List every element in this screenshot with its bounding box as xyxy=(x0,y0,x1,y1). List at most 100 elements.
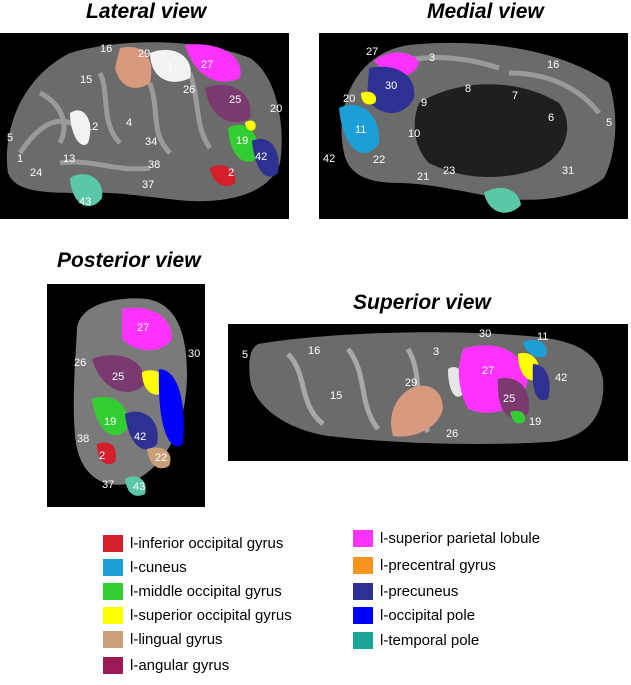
lateral-view-panel: 16 29 3 27 15 26 25 20 12 4 5 34 19 1 13… xyxy=(0,33,289,219)
superior-label: 26 xyxy=(446,428,458,440)
legend-swatch xyxy=(353,556,373,574)
legend-item: l-occipital pole xyxy=(353,605,475,625)
medial-label: 21 xyxy=(417,171,429,183)
posterior-view-panel: 27 30 26 25 19 42 38 2 22 37 43 xyxy=(47,284,205,507)
legend-swatch xyxy=(103,630,123,648)
superior-label: 29 xyxy=(405,377,417,389)
superior-labels: 30 11 5 16 3 27 42 29 15 25 26 19 xyxy=(242,328,567,440)
medial-label: 9 xyxy=(421,97,427,109)
medial-label: 42 xyxy=(323,153,335,165)
legend-item: l-superior parietal lobule xyxy=(353,528,540,548)
lateral-label: 5 xyxy=(7,132,13,144)
posterior-label: 43 xyxy=(133,481,145,493)
lateral-label: 19 xyxy=(236,135,248,147)
lateral-label: 29 xyxy=(138,48,150,60)
medial-label: 30 xyxy=(385,80,397,92)
legend-swatch xyxy=(103,606,123,624)
medial-labels: 27 3 16 30 8 7 20 9 5 11 10 6 42 22 23 2… xyxy=(323,46,612,183)
legend-label: l-occipital pole xyxy=(380,606,476,624)
lateral-label: 42 xyxy=(255,151,267,163)
lateral-labels: 16 29 3 27 15 26 25 20 12 4 5 34 19 1 13… xyxy=(7,43,282,208)
legend-item: l-lingual gyrus xyxy=(103,629,223,649)
legend-item: l-cuneus xyxy=(103,557,187,577)
legend-item: l-inferior occipital gyrus xyxy=(103,533,283,553)
legend-label: l-middle occipital gyrus xyxy=(130,582,282,600)
lateral-label: 26 xyxy=(183,84,195,96)
medial-brain-image xyxy=(339,42,616,213)
legend-item: l-angular gyrus xyxy=(103,655,229,675)
medial-label: 10 xyxy=(408,128,420,140)
lateral-label: 27 xyxy=(201,59,213,71)
lateral-label: 4 xyxy=(126,117,132,129)
legend-label: l-precentral gyrus xyxy=(380,556,496,574)
lateral-label: 3 xyxy=(166,61,172,73)
posterior-label: 30 xyxy=(188,348,200,360)
posterior-label: 2 xyxy=(99,450,105,462)
posterior-label: 38 xyxy=(77,433,89,445)
legend-item: l-superior occipital gyrus xyxy=(103,605,292,625)
medial-label: 6 xyxy=(548,112,554,124)
posterior-label: 22 xyxy=(155,452,167,464)
superior-label: 16 xyxy=(308,345,320,357)
legend-label: l-superior parietal lobule xyxy=(380,529,541,547)
superior-label: 27 xyxy=(482,365,494,377)
lateral-label: 15 xyxy=(80,74,92,86)
superior-view-panel: 30 11 5 16 3 27 42 29 15 25 26 19 xyxy=(228,324,628,461)
legend-swatch xyxy=(353,606,373,624)
lateral-label: 2 xyxy=(228,167,234,179)
legend-swatch xyxy=(103,656,123,674)
posterior-label: 27 xyxy=(137,322,149,334)
superior-brain-image xyxy=(249,332,604,444)
medial-label: 16 xyxy=(547,59,559,71)
posterior-view-title: Posterior view xyxy=(57,249,201,272)
lateral-label: 38 xyxy=(148,159,160,171)
legend-label: l-temporal pole xyxy=(380,631,480,649)
lateral-label: 20 xyxy=(270,103,282,115)
superior-label: 5 xyxy=(242,349,248,361)
legend-label: l-lingual gyrus xyxy=(130,630,223,648)
posterior-brain-image xyxy=(73,298,187,496)
legend-swatch xyxy=(353,582,373,600)
medial-label: 23 xyxy=(443,165,455,177)
superior-label: 3 xyxy=(433,346,439,358)
posterior-labels: 27 30 26 25 19 42 38 2 22 37 43 xyxy=(74,322,200,493)
legend-item: l-precentral gyrus xyxy=(353,555,496,575)
lateral-label: 43 xyxy=(79,196,91,208)
superior-label: 30 xyxy=(479,328,491,340)
legend-item: l-middle occipital gyrus xyxy=(103,581,282,601)
legend-label: l-superior occipital gyrus xyxy=(130,606,292,624)
lateral-label: 34 xyxy=(145,136,157,148)
legend-swatch xyxy=(103,534,123,552)
medial-label: 27 xyxy=(366,46,378,58)
posterior-label: 42 xyxy=(134,431,146,443)
superior-label: 25 xyxy=(503,393,515,405)
superior-view-title: Superior view xyxy=(353,291,491,314)
legend-item: l-precuneus xyxy=(353,581,458,601)
legend-swatch xyxy=(103,582,123,600)
medial-label: 3 xyxy=(429,52,435,64)
superior-label: 19 xyxy=(529,416,541,428)
lateral-label: 13 xyxy=(63,153,75,165)
lateral-label: 1 xyxy=(17,153,23,165)
legend-label: l-inferior occipital gyrus xyxy=(130,534,284,552)
medial-view-title: Medial view xyxy=(427,0,544,23)
lateral-label: 12 xyxy=(86,121,98,133)
medial-label: 5 xyxy=(606,117,612,129)
medial-label: 20 xyxy=(343,93,355,105)
lateral-label: 25 xyxy=(229,94,241,106)
legend-label: l-precuneus xyxy=(380,582,459,600)
legend-label: l-angular gyrus xyxy=(130,656,230,674)
legend-swatch xyxy=(353,631,373,649)
medial-view-panel: 27 3 16 30 8 7 20 9 5 11 10 6 42 22 23 2… xyxy=(319,33,628,219)
legend-swatch xyxy=(353,529,373,547)
legend-item: l-temporal pole xyxy=(353,630,479,650)
legend-label: l-cuneus xyxy=(130,558,187,576)
superior-label: 42 xyxy=(555,372,567,384)
posterior-label: 37 xyxy=(102,479,114,491)
lateral-brain-image xyxy=(6,42,282,207)
lateral-label: 37 xyxy=(142,179,154,191)
medial-label: 7 xyxy=(512,90,518,102)
posterior-label: 26 xyxy=(74,357,86,369)
medial-label: 22 xyxy=(373,154,385,166)
lateral-label: 24 xyxy=(30,167,42,179)
